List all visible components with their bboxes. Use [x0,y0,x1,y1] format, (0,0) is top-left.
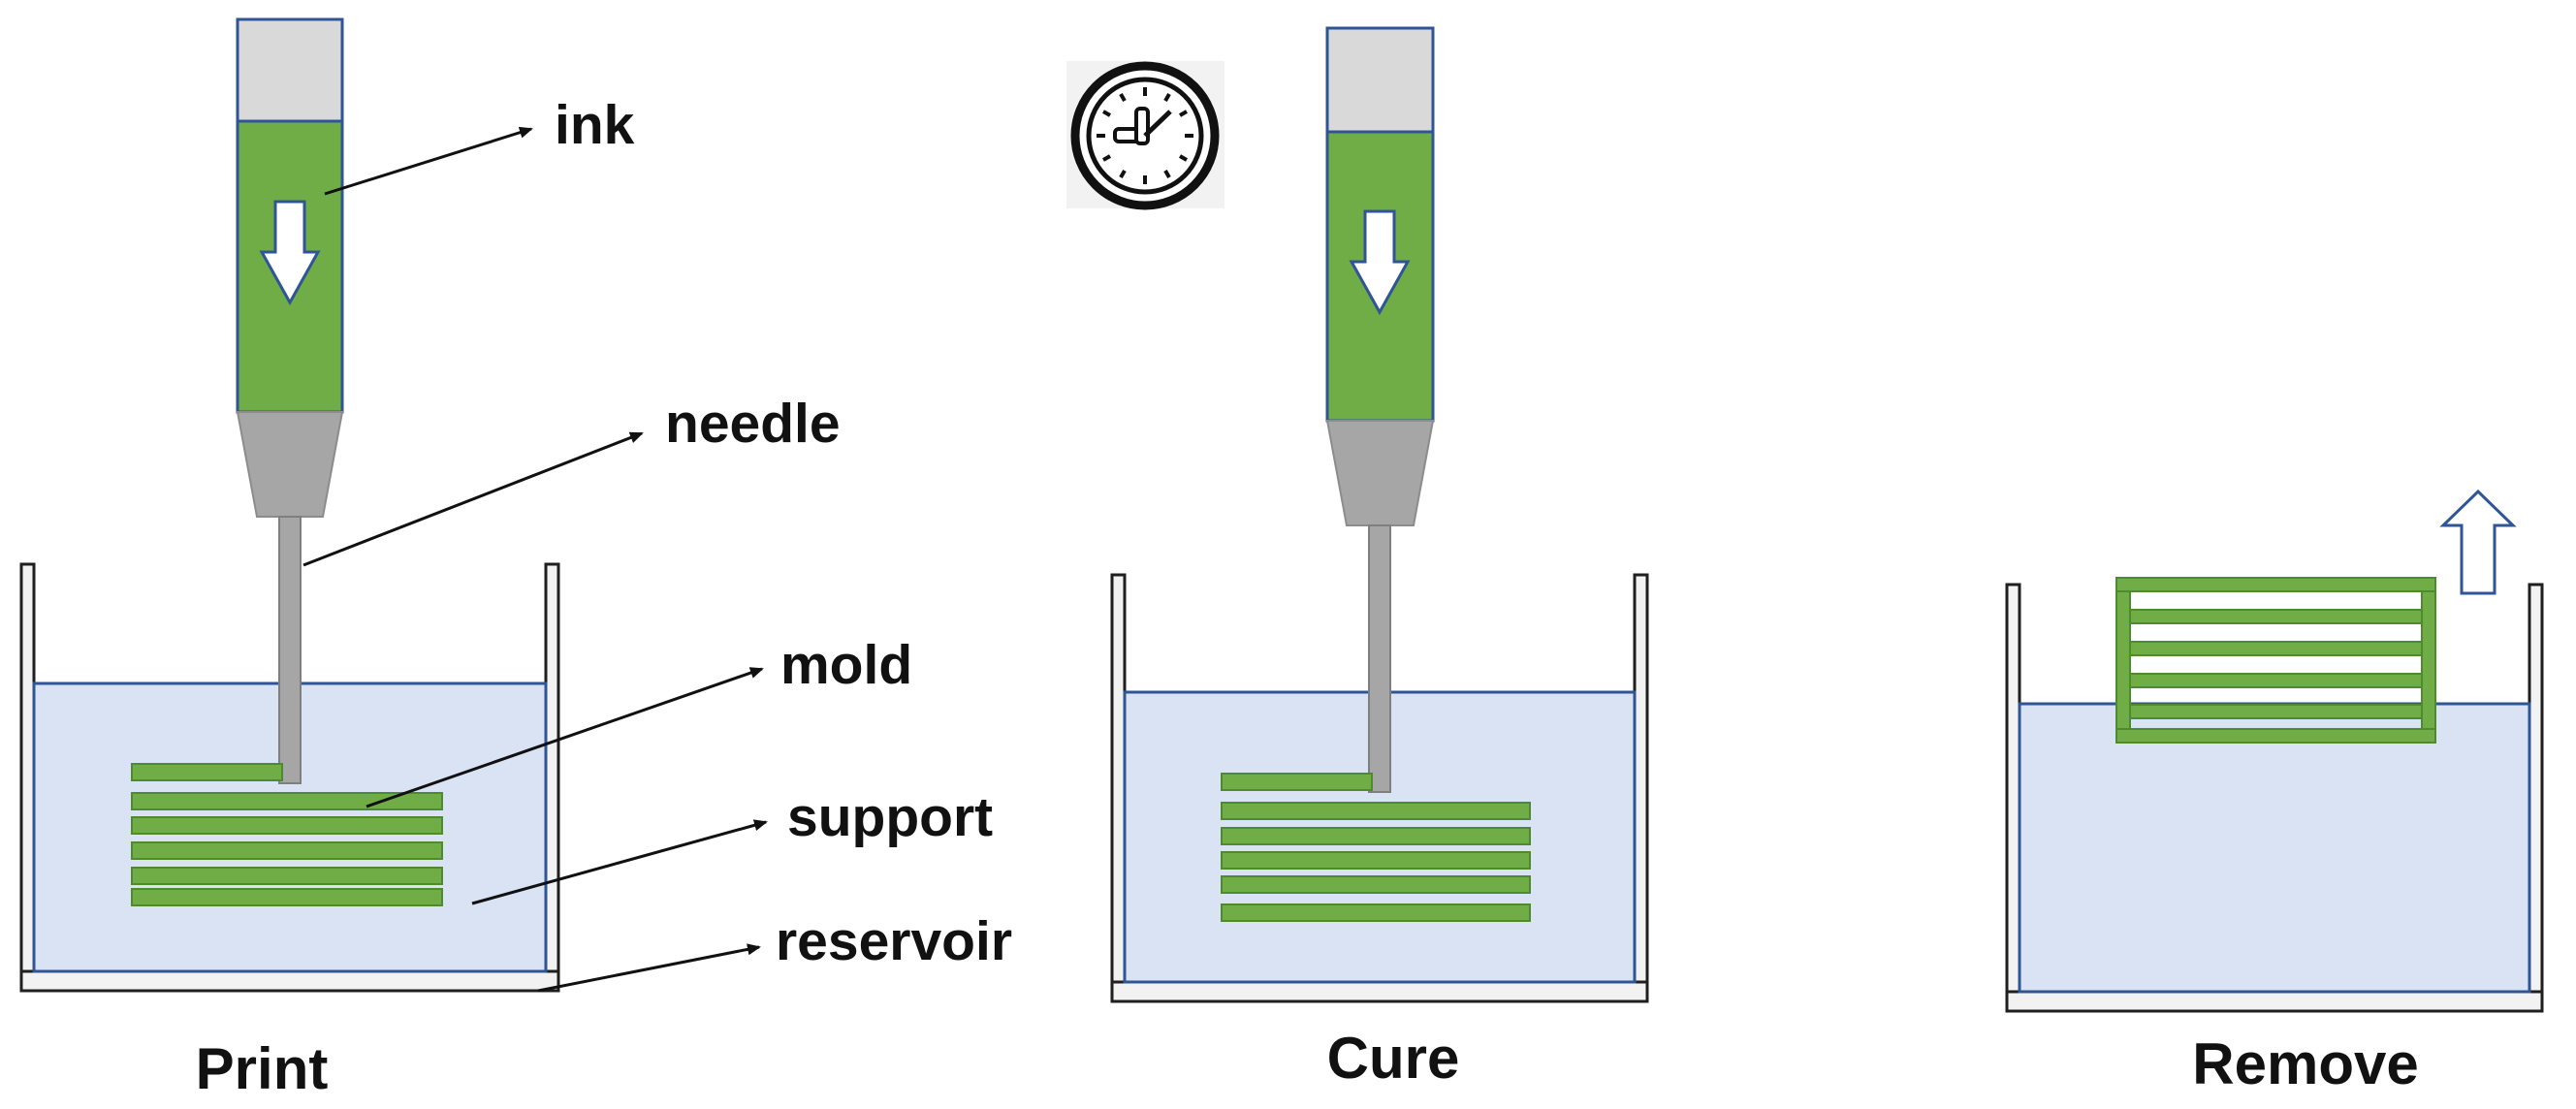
mold-layer [2129,673,2423,688]
needle [1368,524,1391,793]
mold-layer [1221,875,1531,894]
reservoir [2005,583,2544,1013]
down-arrow-icon [259,200,321,306]
remove-step-label: Remove [2192,1031,2418,1096]
nozzle [1325,420,1435,526]
mold-layer [131,841,443,860]
reservoir-leader [537,943,761,993]
ink-leader [324,126,533,196]
mold [131,763,443,906]
ink-label: ink [555,94,635,156]
print-step-label: Print [196,1036,329,1101]
mold-layer [131,816,443,835]
cure-step-label: Cure [1327,1026,1460,1091]
needle-leader [302,431,644,567]
mold-layer [131,763,283,781]
mold-layer [2115,577,2436,592]
remove-panel: Remove [2005,489,2544,1096]
cure-panel: Cure [1066,26,1649,1091]
mold-label: mold [780,634,912,696]
support-bath [2018,702,2531,994]
syringe-cap [1325,26,1435,134]
needle [278,516,302,784]
mold-leader [366,667,764,808]
reservoir-label: reservoir [776,910,1012,972]
support-label: support [787,786,993,848]
down-arrow-icon [1349,209,1411,316]
mold-layer [131,867,443,885]
support-leader [471,819,768,905]
nozzle [236,411,344,518]
callout-leaders [302,126,768,993]
syringe [236,17,344,784]
mold-layer [2115,728,2436,744]
mold-layer [2129,641,2423,656]
mold-layer [1221,827,1531,845]
syringe-cap [236,17,344,123]
mold-layer [2129,704,2423,719]
mold-layer [131,888,443,906]
up-arrow-icon [2439,489,2517,595]
needle-label: needle [665,393,841,455]
mold-layer [1221,802,1531,820]
mold-layer [131,792,443,810]
mold-side [2115,577,2131,744]
clock-icon [1066,61,1224,210]
syringe [1325,26,1435,793]
mold-layer [1221,851,1531,870]
mold-layer [1221,903,1531,922]
mold-side [2421,577,2436,744]
print-panel: ink needle mold support reservoir Print [19,17,1012,1101]
mold [2115,577,2436,744]
mold [1221,773,1531,922]
mold-layer [2129,609,2423,624]
mold-layer [1221,773,1373,791]
reservoir [19,562,560,993]
